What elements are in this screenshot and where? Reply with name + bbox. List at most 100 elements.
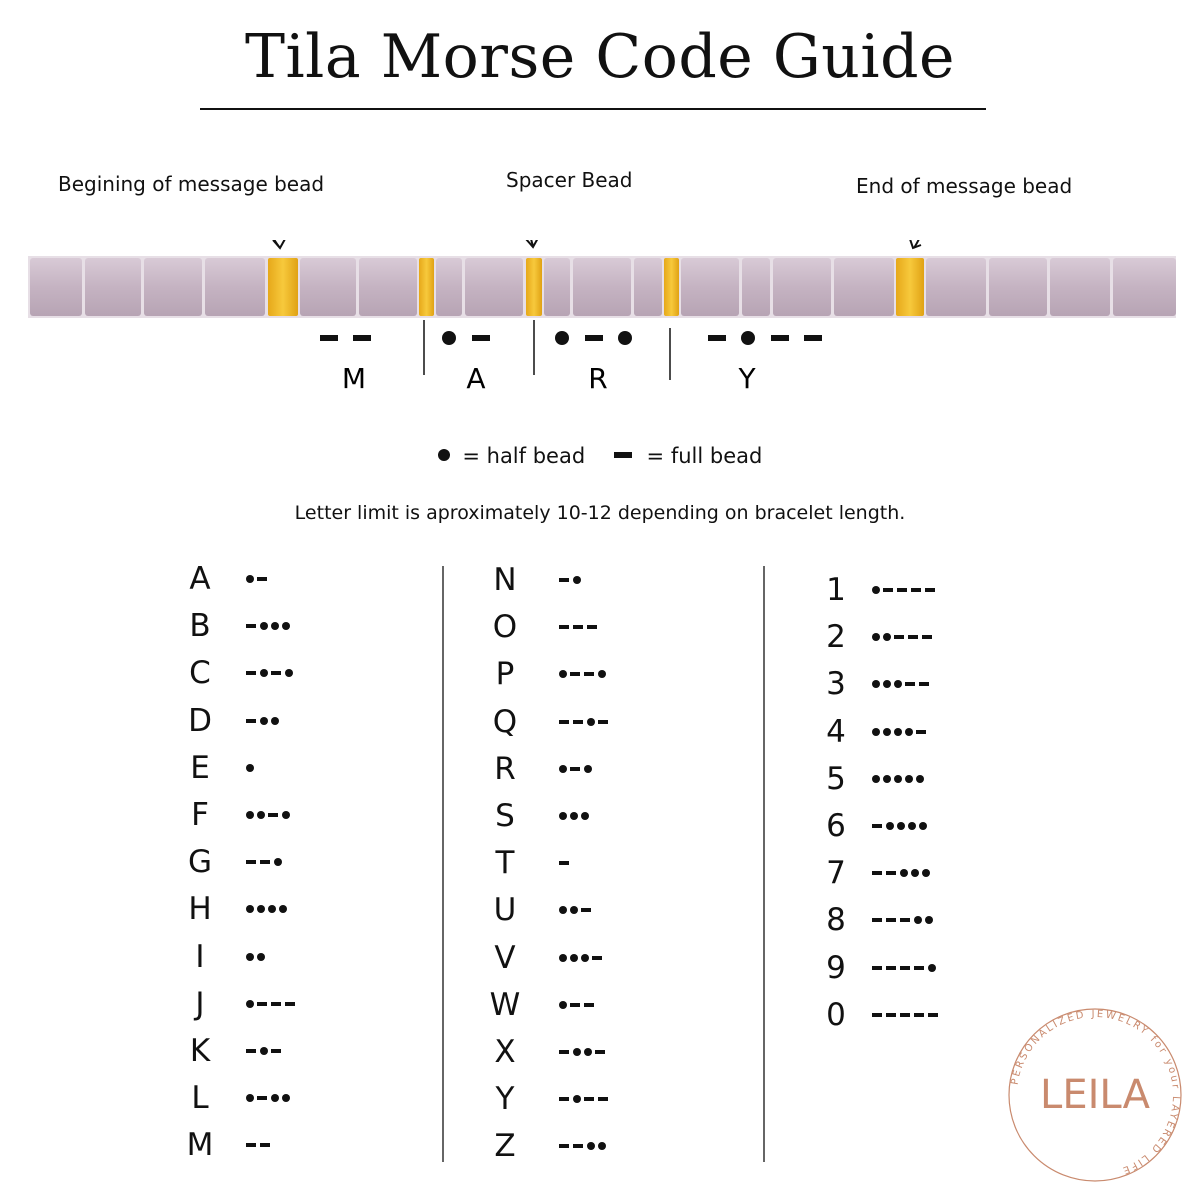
morse-char: 1 [826, 572, 846, 608]
dot [279, 905, 287, 914]
gold-bead-begin [268, 258, 298, 316]
dash [598, 719, 608, 724]
dot [570, 906, 578, 915]
morse-char: A [189, 561, 211, 597]
dash [559, 861, 569, 866]
example-dash [472, 335, 490, 341]
morse-char: C [189, 655, 211, 692]
dot [925, 916, 933, 925]
dot [559, 764, 567, 773]
morse-code [559, 890, 595, 930]
dash [928, 1012, 938, 1017]
dot [260, 622, 268, 631]
dash [271, 671, 281, 676]
page-title: Tila Morse Code Guide [244, 22, 956, 92]
morse-char: B [189, 608, 211, 645]
arrow-spacer-head-icon [525, 240, 539, 249]
morse-char: P [495, 656, 515, 693]
dash [908, 635, 918, 640]
dot [260, 669, 268, 678]
example-dot [741, 331, 755, 345]
dot [894, 727, 902, 736]
dash [257, 1001, 267, 1006]
arrow-end-head-icon [909, 240, 922, 250]
example-dash [585, 335, 603, 341]
morse-code [559, 1079, 612, 1119]
dot [285, 669, 293, 678]
dot [246, 952, 254, 961]
dash [886, 965, 896, 970]
dot [271, 716, 279, 725]
arrow-begin-head-icon [272, 240, 286, 250]
morse-code [246, 1125, 274, 1165]
dash [559, 719, 569, 724]
dash [559, 578, 569, 582]
dot [268, 905, 276, 914]
bead [834, 258, 894, 316]
morse-char: J [195, 985, 205, 1022]
morse-char: V [494, 939, 516, 976]
dash [573, 625, 583, 630]
dot [905, 727, 913, 736]
morse-char: 7 [826, 855, 846, 892]
dot [905, 774, 913, 783]
dot [559, 670, 567, 679]
morse-char: N [493, 562, 517, 598]
morse-char: 2 [826, 619, 846, 656]
full-bead-dash-icon [613, 452, 632, 458]
morse-char: D [188, 702, 212, 739]
morse-code [559, 843, 573, 883]
half-bead [436, 258, 462, 316]
morse-code [872, 948, 939, 988]
half-bead [634, 258, 662, 316]
dot [872, 727, 880, 736]
morse-char: L [191, 1080, 209, 1117]
morse-char: O [492, 609, 518, 646]
morse-code [872, 806, 930, 846]
dash [559, 625, 569, 630]
morse-code [246, 795, 293, 835]
dot [246, 1094, 254, 1103]
morse-char: U [493, 892, 517, 929]
dash [587, 625, 597, 630]
dash [581, 908, 591, 913]
morse-code [246, 606, 293, 646]
example-letter-y: Y [737, 362, 756, 395]
dash [257, 577, 267, 581]
half-bead [544, 258, 570, 316]
bead [1113, 258, 1176, 316]
gold-spacer-bead [526, 258, 542, 316]
dash [271, 1001, 281, 1006]
dot [872, 680, 880, 689]
dash [925, 588, 935, 592]
morse-code [872, 995, 942, 1035]
dash [872, 824, 882, 828]
dot [573, 576, 581, 584]
bead [681, 258, 739, 316]
dot [581, 812, 589, 820]
dot [916, 774, 924, 783]
dot [274, 858, 282, 867]
morse-char: 5 [826, 760, 846, 797]
dash [573, 1144, 583, 1149]
letter-limit-note: Letter limit is aproximately 10-12 depen… [294, 502, 906, 524]
dot [598, 1142, 606, 1151]
dot [573, 1048, 581, 1056]
dot [894, 680, 902, 689]
dot [246, 999, 254, 1008]
morse-code [872, 900, 936, 940]
example-dot [555, 331, 569, 345]
morse-char: 3 [826, 666, 846, 703]
dot [573, 1095, 581, 1104]
dash [246, 1143, 256, 1148]
morse-char: Q [492, 703, 518, 740]
arrow-end-icon [913, 240, 920, 249]
dot [570, 953, 578, 962]
example-dash [320, 335, 338, 341]
dot [559, 906, 567, 915]
dash [872, 918, 882, 923]
bracelet-diagram: M A R Y [28, 240, 1176, 395]
column-divider [442, 566, 444, 1162]
morse-code [559, 938, 606, 978]
morse-code [872, 712, 930, 752]
